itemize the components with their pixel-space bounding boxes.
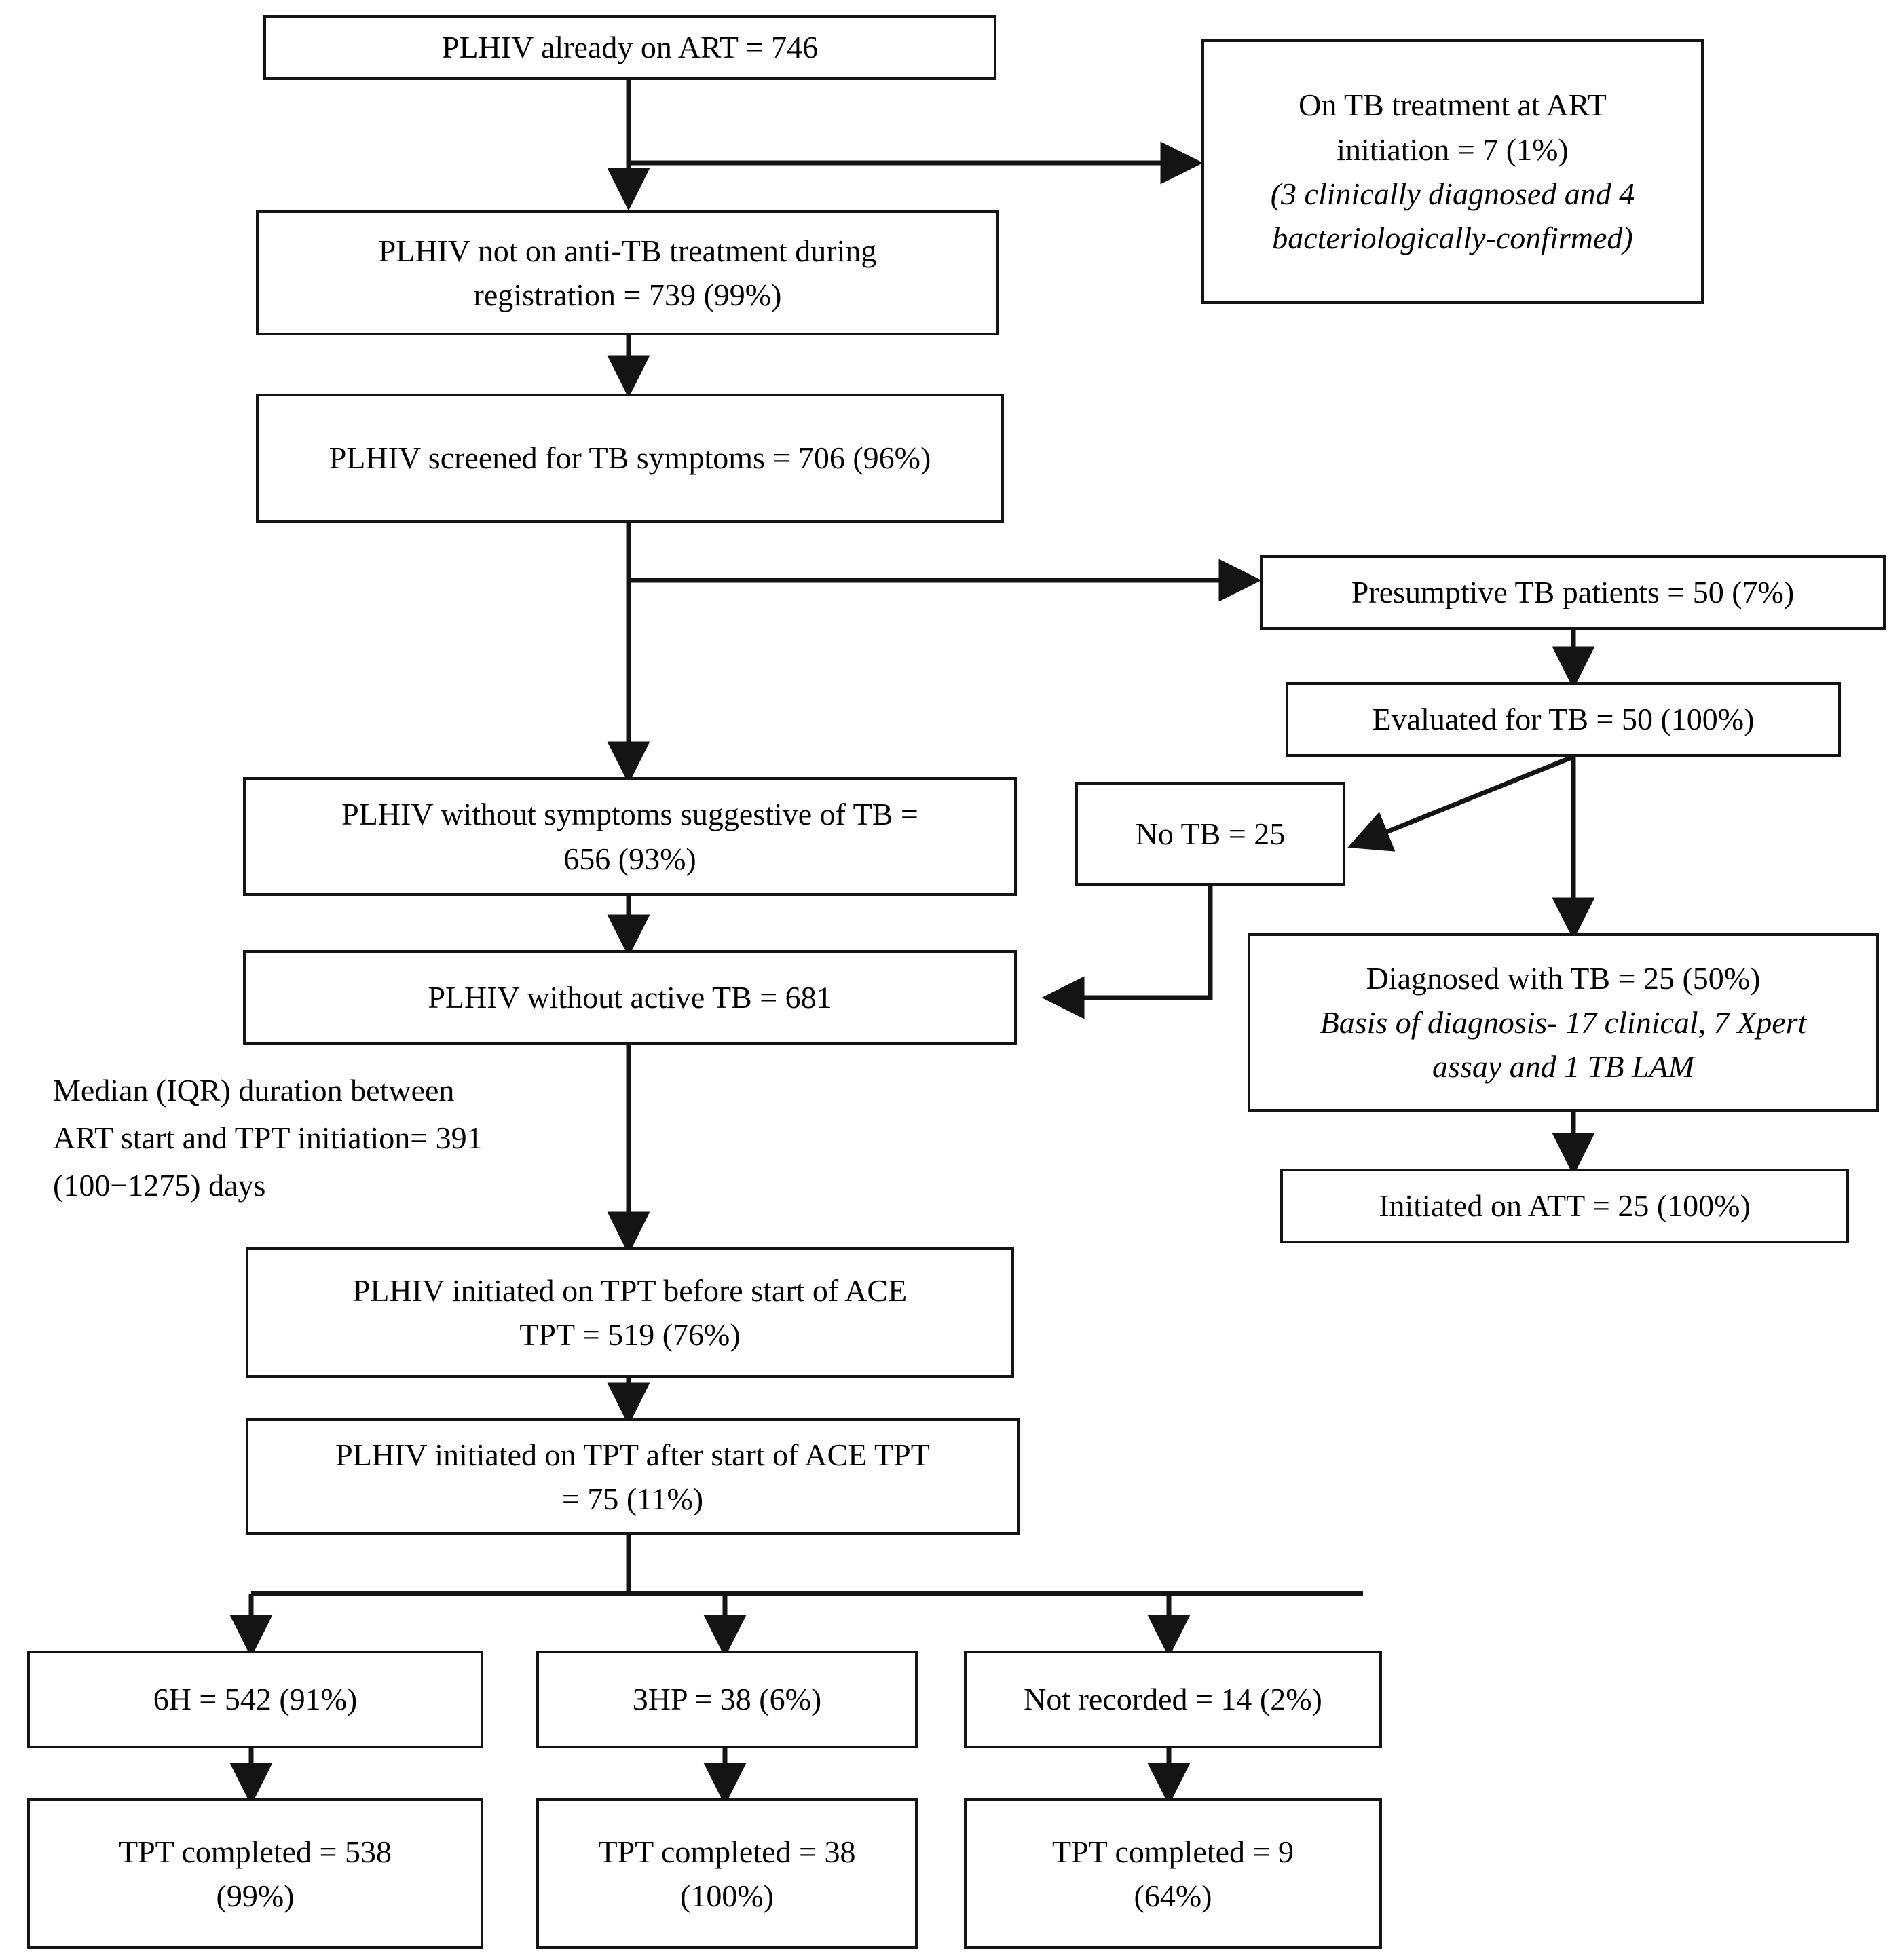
node-no-tb[interactable]: No TB = 25 — [1075, 782, 1345, 886]
node-initiated-on-att[interactable]: Initiated on ATT = 25 (100%) — [1280, 1169, 1849, 1243]
node-text-italic-2: bacteriologically-confirmed) — [1272, 221, 1633, 256]
node-plhiv-already-on-art[interactable]: PLHIV already on ART = 746 — [263, 15, 996, 80]
node-text-italic-1: Basis of diagnosis- 17 clinical, 7 Xpert — [1320, 1004, 1807, 1040]
node-text-line-1: PLHIV not on anti-TB treatment during — [378, 233, 877, 268]
edge-evaluated-to-notb — [1347, 754, 1575, 852]
node-text: No TB = 25 — [1135, 816, 1286, 851]
node-text: PLHIV already on ART = 746 — [441, 30, 819, 65]
node-text-line-1: TPT completed = 38 — [598, 1834, 856, 1869]
node-tpt-completed-3hp[interactable]: TPT completed = 38 (100%) — [536, 1798, 918, 1949]
node-text-line-2: initiation = 7 (1%) — [1337, 132, 1569, 167]
node-text-line-1: TPT completed = 9 — [1052, 1834, 1294, 1869]
node-plhiv-screened-for-tb-symptoms[interactable]: PLHIV screened for TB symptoms = 706 (96… — [256, 394, 1004, 523]
node-text-italic-1: (3 clinically diagnosed and 4 — [1270, 176, 1635, 211]
node-on-tb-treatment-at-art-initiation[interactable]: On TB treatment at ART initiation = 7 (1… — [1201, 39, 1704, 304]
node-diagnosed-with-tb[interactable]: Diagnosed with TB = 25 (50%) Basis of di… — [1248, 933, 1879, 1112]
node-plhiv-without-symptoms-suggestive-of-tb[interactable]: PLHIV without symptoms suggestive of TB … — [243, 777, 1017, 896]
node-text: PLHIV without active TB = 681 — [428, 980, 832, 1015]
node-text-line-2: TPT = 519 (76%) — [519, 1317, 741, 1352]
node-text-line-2: 656 (93%) — [563, 841, 696, 876]
node-text: Presumptive TB patients = 50 (7%) — [1351, 575, 1795, 610]
node-text-line-1: Diagnosed with TB = 25 (50%) — [1366, 960, 1761, 996]
node-plhiv-initiated-on-tpt-after-ace[interactable]: PLHIV initiated on TPT after start of AC… — [246, 1418, 1020, 1535]
node-text: PLHIV screened for TB symptoms = 706 (96… — [329, 440, 931, 476]
node-text-line-2: registration = 739 (99%) — [473, 278, 782, 312]
node-tpt-completed-6h[interactable]: TPT completed = 538 (99%) — [27, 1798, 483, 1949]
node-text: Not recorded = 14 (2%) — [1024, 1682, 1322, 1717]
node-text-line-1: PLHIV without symptoms suggestive of TB … — [341, 797, 918, 832]
node-evaluated-for-tb[interactable]: Evaluated for TB = 50 (100%) — [1286, 682, 1841, 757]
node-presumptive-tb-patients[interactable]: Presumptive TB patients = 50 (7%) — [1260, 555, 1886, 630]
node-text: Initiated on ATT = 25 (100%) — [1379, 1188, 1751, 1224]
node-text-line-1: On TB treatment at ART — [1299, 88, 1607, 123]
node-text: 3HP = 38 (6%) — [632, 1682, 822, 1717]
node-plhiv-without-active-tb[interactable]: PLHIV without active TB = 681 — [243, 950, 1017, 1045]
node-plhiv-not-on-anti-tb-treatment[interactable]: PLHIV not on anti-TB treatment during re… — [256, 210, 999, 335]
node-text-line-2: (64%) — [1134, 1879, 1212, 1913]
node-text: Evaluated for TB = 50 (100%) — [1372, 702, 1755, 737]
annotation-median-iqr-duration: Median (IQR) duration between ART start … — [53, 1073, 483, 1203]
node-text: 6H = 542 (91%) — [153, 1682, 358, 1717]
node-text-line-1: PLHIV initiated on TPT after start of AC… — [335, 1437, 930, 1472]
node-text-line-1: TPT completed = 538 — [119, 1834, 392, 1869]
node-regimen-6h[interactable]: 6H = 542 (91%) — [27, 1651, 483, 1748]
node-text-line-2: (99%) — [216, 1879, 295, 1913]
node-plhiv-initiated-on-tpt-before-ace[interactable]: PLHIV initiated on TPT before start of A… — [246, 1247, 1014, 1378]
node-text-line-2: = 75 (11%) — [561, 1482, 704, 1516]
node-regimen-3hp[interactable]: 3HP = 38 (6%) — [536, 1651, 918, 1748]
node-text-italic-2: assay and 1 TB LAM — [1432, 1049, 1694, 1085]
node-text-line-2: (100%) — [680, 1879, 774, 1913]
node-text-line-1: PLHIV initiated on TPT before start of A… — [352, 1273, 908, 1308]
edge-notb-to-withoutactive — [1041, 886, 1213, 1019]
node-regimen-not-recorded[interactable]: Not recorded = 14 (2%) — [964, 1651, 1382, 1748]
node-tpt-completed-not-recorded[interactable]: TPT completed = 9 (64%) — [964, 1798, 1382, 1949]
